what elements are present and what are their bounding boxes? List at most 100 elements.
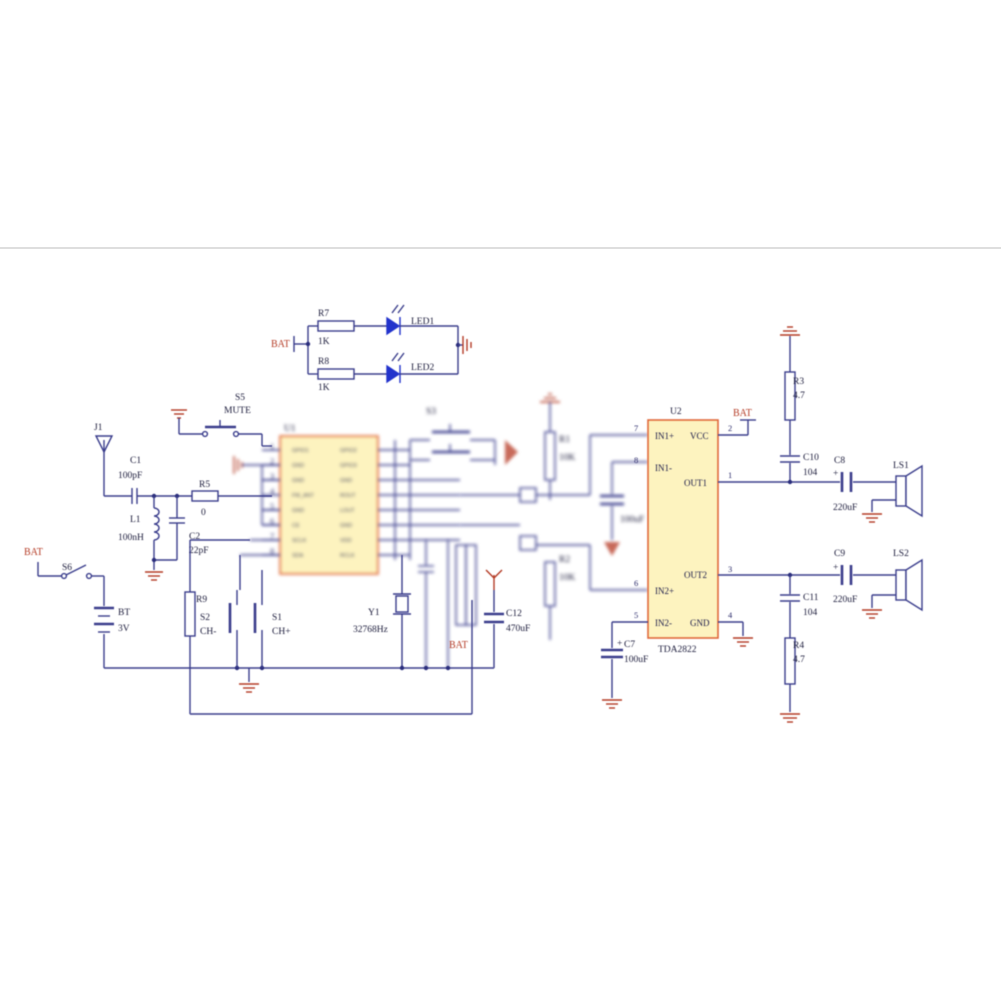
l1-value: 100nH [118,533,144,543]
s1-name: CH+ [272,627,291,637]
u2-pin-in2m: IN2- [655,618,672,628]
u1-pin-number: 8 [270,546,274,556]
r3-value: 4.7 [793,391,805,401]
u2-pin-num-7: 7 [634,423,638,433]
u2-part-number: TDA2822 [658,645,697,655]
u2-pin-in2p: IN2+ [655,586,674,596]
r3-label: R3 [793,377,804,387]
s5-label: S5 [235,393,245,403]
channel-buttons: R9 S2 CH- S1 CH+ [184,539,291,714]
output-stage-2: C11 104 R4 4.7 + C9 220uF LS2 [718,549,923,723]
resistor-r8 [317,368,355,380]
u2-pin-num-5: 5 [634,610,638,620]
u1-pin-right: GND [340,478,352,484]
resistor-r7 [317,320,355,332]
u1-pin-left: GND [292,508,304,514]
c2-label: C2 [189,532,200,542]
y1-value: 32768Hz [353,625,388,635]
u2-pin-out2: OUT2 [684,570,707,580]
c9-plus: + [833,563,838,573]
s2-label: S2 [200,613,210,623]
r9-label: R9 [196,595,207,605]
y1-label: Y1 [368,608,380,618]
c7-value: 100uF [624,655,648,665]
u1-pin-left: CE [292,523,300,529]
u2-pin-in1m: IN1- [655,463,672,473]
r7-value: 1K [318,337,330,347]
capacitor-c12: C12 470uF BAT [449,569,530,668]
mute-switch-s5: S5 MUTE [171,393,272,447]
u1-pin-right: LOUT [340,508,355,514]
u1-support-caps [418,540,477,668]
r7-label: R7 [318,309,329,319]
u1-pin-right: ROUT [340,493,356,499]
led1-diode [386,316,401,336]
antenna-j1 [94,435,114,454]
c8-value: 220uF [833,503,857,513]
u2-pin-gnd: GND [690,618,710,628]
u2-pin-out1: OUT1 [684,478,707,488]
j1-label: J1 [94,423,103,433]
u1-pin-number: 3 [270,471,274,481]
u2-tda2822-amplifier: U2 IN1+ VCC IN1- OUT1 OUT2 IN2+ IN2- GND… [601,407,756,709]
led2-label: LED2 [411,363,434,373]
s1-label: S1 [272,613,282,623]
u2-pin-num-8: 8 [634,455,638,465]
c12-label: C12 [506,609,522,619]
u1-pin-number: 1 [270,441,274,451]
c7-label: C7 [624,640,635,650]
r4-label: R4 [793,641,804,651]
output-stage-1: R3 4.7 C10 104 + C8 220uF LS1 [718,326,923,523]
resistor-r5 [191,490,219,502]
u1-pin-right: RCLK [340,553,355,559]
c12-value: 470uF [506,624,530,634]
c9-value: 220uF [833,595,857,605]
bt-value: 3V [118,624,130,634]
u1-pin-right: GPIO3 [340,463,357,469]
r8-value: 1K [318,383,330,393]
bat-label-led: BAT [271,339,290,350]
u1-pin-number: 5 [270,501,274,511]
u2-label: U2 [670,407,682,417]
c8-label: C8 [834,456,845,466]
resistor-r9 [184,591,196,637]
bat-label-s6: BAT [24,547,43,558]
ls1-label: LS1 [893,461,909,471]
u2-pin-num-2: 2 [728,423,732,433]
r1-value: 10K [559,453,576,463]
u2-pin-vcc: VCC [690,431,709,441]
c1-value: 100pF [118,471,142,481]
u2-pin-num-3: 3 [728,564,732,574]
bat-label-c12: BAT [449,640,468,651]
battery-circuit: BAT S6 BT 3V [24,547,494,715]
led2-diode [386,364,401,384]
r4-value: 4.7 [793,655,805,665]
c6-value: 100uF [620,515,644,525]
led-indicator-circuit: BAT R7 1K LED1 R8 1K LED2 [271,304,472,393]
c11-label: C11 [803,593,819,603]
c9-label: C9 [834,549,845,559]
speaker-ls1 [895,475,907,507]
r5-label: R5 [199,480,210,490]
c8-plus: + [833,469,838,479]
coupling-network: R1 10K R2 10K 100uF [460,393,648,640]
mute-label: MUTE [224,406,251,416]
c1-label: C1 [130,456,141,466]
c2-value: 22pF [189,546,209,556]
r5-value: 0 [201,508,206,518]
u1-label: U1 [284,424,296,434]
s6-label: S6 [62,563,72,573]
r2-label: R2 [559,555,570,565]
u1-pin-right: GND [340,523,352,529]
r1-label: R1 [559,435,570,445]
bt-label: BT [118,608,130,618]
r8-label: R8 [318,357,329,367]
c7-plus: + [617,639,622,649]
speaker-ls2 [895,569,907,601]
led1-label: LED1 [411,317,434,327]
u1-pin-left: SDA [292,553,304,559]
u1-pin-left: GND [292,478,304,484]
s2-name: CH- [200,627,216,637]
